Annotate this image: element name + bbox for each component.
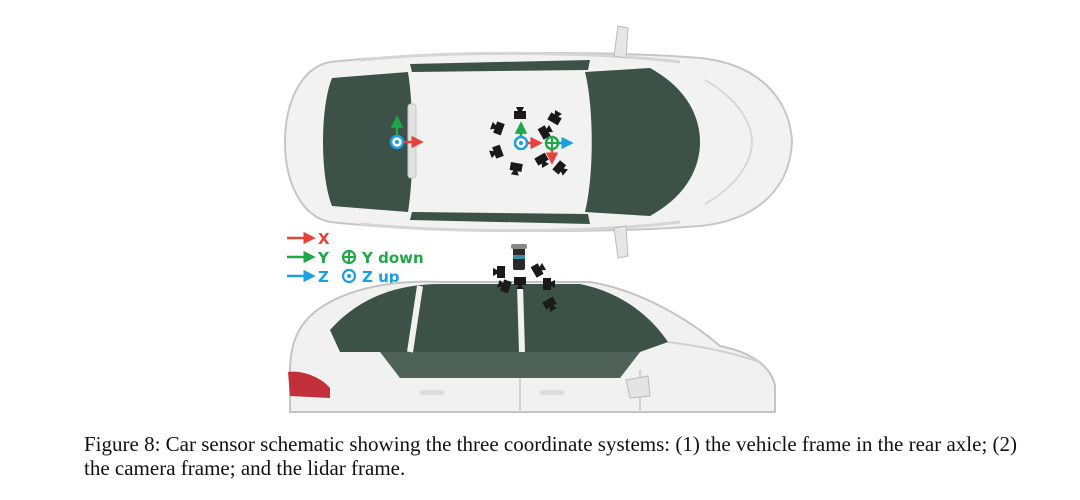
legend-x-label: X xyxy=(318,230,330,248)
figure-caption: Figure 8: Car sensor schematic showing t… xyxy=(84,432,1018,480)
legend-z-up-label: Z up xyxy=(362,268,400,286)
vehicle-frame-top xyxy=(389,115,424,150)
car-sensor-figure: X Y Z Y down Z up xyxy=(283,25,794,413)
camera-frame-top xyxy=(513,121,543,151)
axis-legend: X Y Z Y down Z up xyxy=(287,230,424,286)
legend-z-label: Z xyxy=(318,268,329,286)
camera-icon xyxy=(493,266,505,278)
legend-y-label: Y xyxy=(317,249,330,267)
lidar-frame-top xyxy=(544,135,574,165)
camera-icon xyxy=(530,261,548,278)
lidar-icon xyxy=(511,244,527,270)
y-down-icon xyxy=(341,249,357,265)
z-up-icon xyxy=(341,268,357,284)
car-side-view xyxy=(288,280,776,413)
legend-y-down-label: Y down xyxy=(361,249,424,267)
car-top-view xyxy=(283,25,794,259)
